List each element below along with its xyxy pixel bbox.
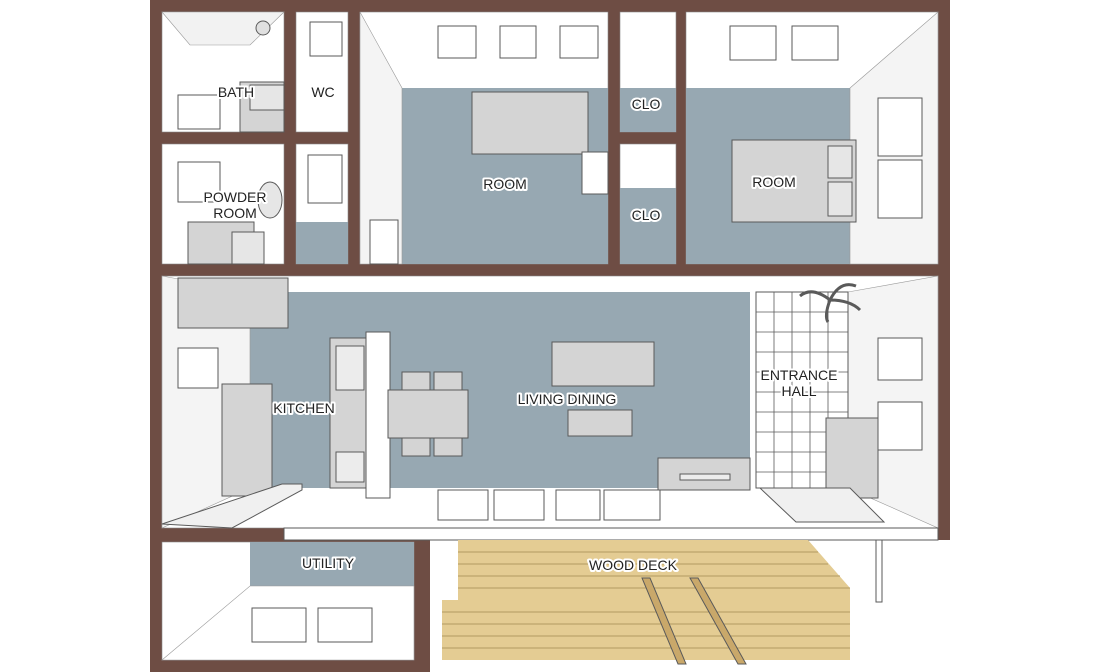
shower-head [255,20,271,36]
sink-cabinet [231,231,265,265]
refrigerator [221,383,273,497]
deck-surface [458,540,850,600]
living-set [551,341,751,491]
deck-post [641,577,687,665]
label-clo-2: CLO [632,207,661,223]
kitchen [161,277,391,529]
entrance-window [877,401,923,451]
dining-set [387,371,469,457]
coffee-table [567,409,633,437]
label-room-1: ROOM [483,176,527,192]
sliding-windows [437,489,661,521]
closet-window [307,154,343,204]
skylight [499,25,537,59]
sofa [551,341,655,387]
toilet [257,181,283,219]
room-1 [359,11,609,265]
deck-post [689,577,747,665]
label-room-2: ROOM [752,174,796,190]
stove [335,451,365,483]
entrance-hall [755,283,923,523]
room-2-pillow [827,145,853,179]
utility-skylight [251,607,307,643]
hall-closet [295,143,349,265]
tv-screen [679,473,731,481]
bath-room [161,11,285,133]
entrance-step [758,487,886,523]
label-utility: UTILITY [302,555,355,571]
powder-room [161,143,285,265]
room-2-window [877,97,923,157]
label-powder-room-line1: POWDER [204,189,267,205]
deck-pillar [875,539,883,603]
deck-lower [442,600,850,660]
sliding-window [437,489,489,521]
closet-1 [619,11,677,133]
skylight [729,25,777,61]
utility-room [161,541,415,661]
shoe-cabinet [825,417,879,499]
skylight [559,25,599,59]
room-2-window [877,159,923,219]
floor-slab-edge [283,527,939,541]
skylight [437,25,477,59]
room-1-door [581,151,609,195]
room-1-door [369,219,399,265]
bath-mirror [249,84,285,111]
label-entrance-hall-line1: ENTRANCE [760,367,837,383]
label-bath: BATH [218,84,254,100]
entrance-window [877,337,923,381]
utility-skylight [317,607,373,643]
kitchen-sink [335,345,365,391]
label-wc: WC [311,84,334,100]
wc-room [295,11,349,133]
sliding-window [493,489,545,521]
plant [799,283,862,323]
sliding-window [603,489,661,521]
sliding-window [555,489,601,521]
wc-window [309,21,343,57]
label-entrance-hall-line2: HALL [781,383,816,399]
dining-table [387,389,469,439]
room-1-bed [471,91,589,155]
label-clo-1: CLO [632,96,661,112]
label-powder-room-line2: ROOM [213,205,257,221]
counter-panel [365,331,391,499]
upper-cabinet [177,277,289,329]
room-2-pillow [827,181,853,217]
wood-deck [442,539,883,665]
closet-2 [619,143,677,265]
bath-window [177,94,221,130]
kitchen-window [177,347,219,389]
kitchen-shelf [161,483,303,529]
skylight [791,25,839,61]
room-2 [685,11,939,265]
label-wood-deck: WOOD DECK [589,557,678,573]
label-living-dining: LIVING DINING [518,391,617,407]
powder-mirror [177,161,221,203]
label-kitchen: KITCHEN [273,400,334,416]
